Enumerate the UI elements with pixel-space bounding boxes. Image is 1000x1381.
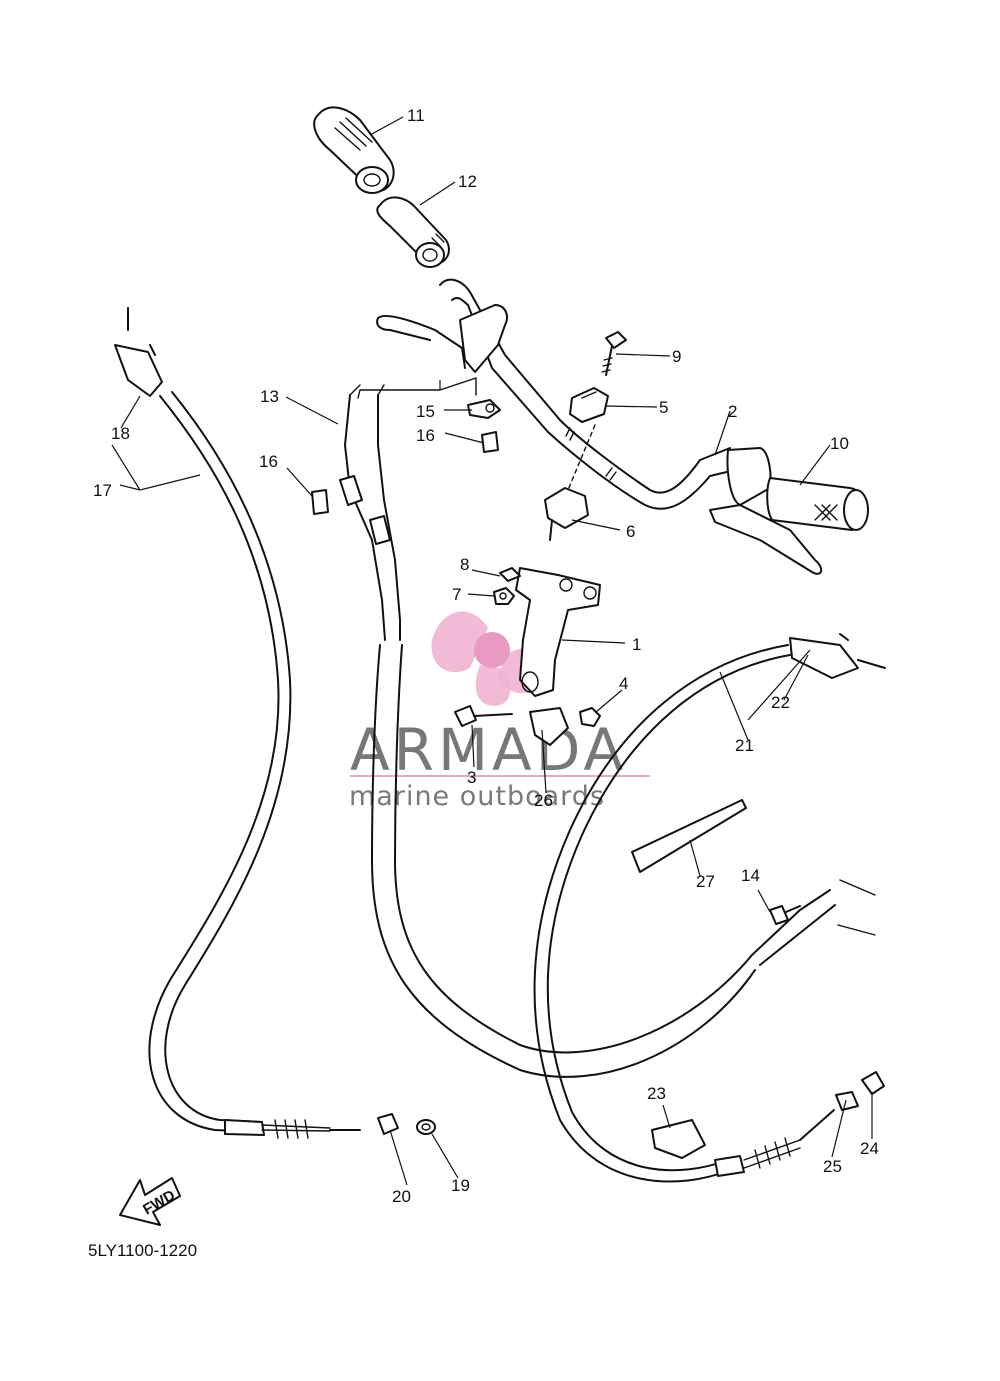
part-14-bolt — [769, 905, 801, 925]
callout-2: 2 — [728, 402, 737, 421]
part-24-adjuster — [861, 1071, 885, 1095]
callout-7: 7 — [452, 585, 461, 604]
part-27-cable-tie — [631, 799, 747, 873]
callout-3: 3 — [467, 768, 476, 787]
part-1-bracket — [515, 567, 601, 697]
part-5-upper-clamp — [569, 387, 609, 423]
part-2-handlebar — [376, 278, 736, 510]
callout-13: 13 — [260, 387, 279, 406]
callout-15: 15 — [416, 402, 435, 421]
callout-18: 18 — [111, 424, 130, 443]
part-25-nut — [835, 1091, 859, 1111]
callout-11: 11 — [407, 106, 425, 125]
watermark-title: ARMADA — [350, 716, 627, 784]
part-6-lower-clamp — [544, 487, 589, 541]
part-20-nut — [377, 1113, 399, 1135]
watermark-subtitle: marine outboards — [349, 781, 605, 812]
part-9-bolt — [601, 331, 627, 376]
part-10-right-grip — [709, 447, 869, 575]
callout-5: 5 — [659, 398, 668, 417]
armada-watermark: ARMADA marine outboards — [349, 611, 650, 812]
part-15-plate — [467, 399, 501, 419]
callout-1: 1 — [632, 635, 641, 654]
callout-6: 6 — [626, 522, 635, 541]
part-19-adjuster — [416, 1119, 436, 1135]
part-7-nut — [493, 587, 515, 605]
part-13-throttle-cable — [339, 377, 876, 1078]
callout-23: 23 — [647, 1084, 666, 1103]
part-4-nut — [579, 707, 601, 727]
callout-22: 22 — [771, 693, 790, 712]
callout-19: 19 — [451, 1176, 470, 1195]
callout-8: 8 — [460, 555, 469, 574]
callout-26: 26 — [534, 791, 553, 810]
callout-10: 10 — [830, 434, 849, 453]
callout-16-upper: 16 — [416, 426, 435, 445]
callout-21: 21 — [735, 736, 754, 755]
part-16-bolt-lower — [311, 489, 329, 515]
callout-14: 14 — [741, 866, 760, 885]
callout-4: 4 — [619, 674, 628, 693]
part-17-clutch-cable — [114, 307, 361, 1139]
callout-20: 20 — [392, 1187, 411, 1206]
callout-25: 25 — [823, 1157, 842, 1176]
catalog-code: 5LY1100-1220 — [88, 1241, 197, 1260]
callout-9: 9 — [672, 347, 681, 366]
part-11-grip — [313, 106, 395, 194]
part-26-bracket — [529, 707, 569, 746]
callout-24: 24 — [860, 1139, 879, 1158]
part-8-bolt — [499, 567, 521, 582]
callout-12: 12 — [458, 172, 477, 191]
callout-27: 27 — [696, 872, 715, 891]
part-3-bolt — [454, 705, 513, 727]
callout-labels: 11 12 2 9 5 6 10 1 8 7 13 15 16 16 4 3 2… — [93, 106, 879, 1206]
leader-lines — [111, 116, 873, 1186]
part-12-throttle-tube — [376, 196, 450, 268]
fwd-arrow-icon: FWD — [119, 1177, 181, 1226]
callout-17: 17 — [93, 481, 112, 500]
part-21-brake-cable — [533, 633, 886, 1183]
callout-16-lower: 16 — [259, 452, 278, 471]
part-16-bolt-upper — [481, 431, 499, 453]
part-23-holder — [651, 1119, 706, 1159]
